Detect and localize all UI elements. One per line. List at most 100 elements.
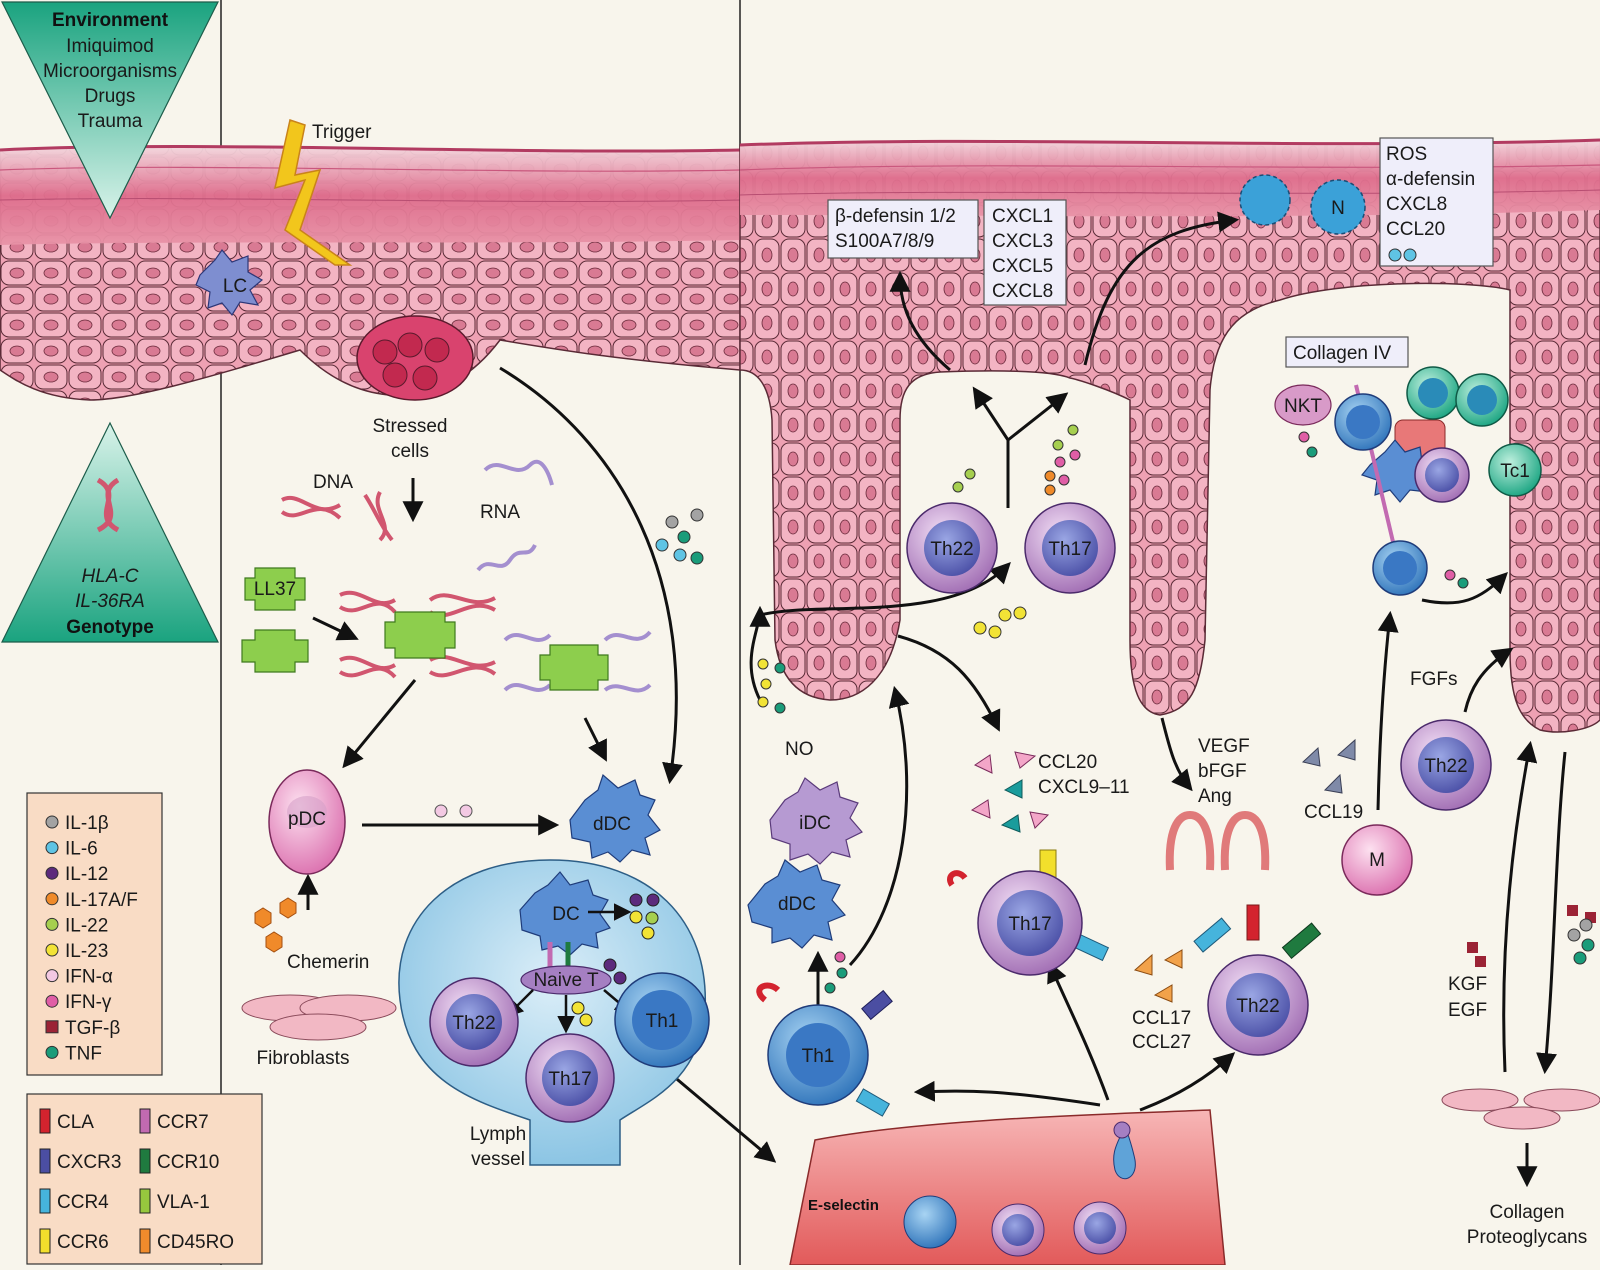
genotype-title: Genotype (66, 617, 154, 638)
th22-cell-dermis: Th22 (1400, 719, 1492, 811)
environment-title: Environment (52, 10, 169, 31)
legend-label: CD45RO (157, 1232, 234, 1253)
text-line: IL-36RA (75, 591, 145, 612)
fgfs-label: FGFs (1410, 669, 1458, 690)
arrow (583, 717, 607, 762)
legend-label: IL-12 (65, 864, 108, 885)
th1-cell-lymph: Th1 (614, 972, 710, 1068)
legend-label: CCR4 (57, 1192, 109, 1213)
cytokine-legend-item: TGF-β (45, 1018, 120, 1039)
langerhans-cell: LC (195, 249, 264, 317)
legend-swatch (45, 892, 59, 906)
text-line: Microorganisms (43, 61, 177, 82)
legend-swatch (139, 1228, 151, 1254)
legend-swatch (39, 1148, 51, 1174)
blood-vessel (789, 1109, 1226, 1266)
arrow (1421, 572, 1508, 605)
tc1-label: Tc1 (1500, 461, 1530, 482)
arrow (1376, 610, 1399, 811)
legend-label: IL-23 (65, 941, 108, 962)
th22-cell-epidermis: Th22 (906, 502, 998, 594)
text-line: cells (391, 441, 429, 462)
cytokine-legend: IL-1βIL-6IL-12IL-17A/FIL-22IL-23IFN-αIFN… (26, 792, 163, 1076)
y-antibody-icon (972, 386, 1069, 508)
chemerin-label: Chemerin (287, 952, 369, 973)
arrow (1047, 961, 1110, 1101)
text-line: vessel (471, 1149, 525, 1170)
fibroblasts-left (241, 994, 397, 1041)
cytokine-dots (1467, 905, 1596, 967)
ll37-dna-complex (338, 590, 497, 679)
text-line: β-defensin 1/2 (835, 206, 956, 227)
idc-label: iDC (799, 813, 831, 834)
ccl19-label: CCL19 (1304, 802, 1363, 823)
trigger-label: Trigger (312, 122, 372, 143)
cytokine-dots (571, 893, 660, 1027)
nkt-label: NKT (1284, 396, 1322, 417)
cytokine-dots (757, 424, 1081, 994)
arrow (342, 679, 417, 769)
stressed-cells-label: Stressed cells (373, 416, 448, 462)
stressed-cells-cluster (356, 315, 474, 401)
legend-swatch (45, 866, 59, 880)
receptor-legend-item: CCR4 (39, 1188, 109, 1214)
text-line: Proteoglycans (1467, 1227, 1587, 1248)
th17-label: Th17 (548, 1069, 591, 1090)
legend-swatch (39, 1188, 51, 1214)
neutrophil-label: N (1331, 198, 1345, 219)
th17-cell-epidermis: Th17 (1024, 502, 1116, 594)
cytokine-legend-item: IFN-α (45, 967, 113, 988)
pdc-label: pDC (288, 809, 326, 830)
epidermis-left (0, 144, 741, 401)
th22-label: Th22 (452, 1013, 495, 1034)
arrow (913, 1080, 1101, 1107)
text-line: CCL20 (1038, 752, 1097, 773)
arrow (897, 634, 1001, 732)
th17-cell-dermis: Th17 (947, 849, 1110, 976)
th22-cell-dermis-2: Th22 (1193, 904, 1322, 1056)
trigger-lightning-icon (274, 119, 353, 266)
th17-label: Th17 (1008, 914, 1051, 935)
immune-cell-cluster (1334, 384, 1470, 596)
dc-cell-lymph: DC (519, 871, 611, 956)
legend-label: CCR7 (157, 1112, 209, 1133)
legend-swatch (39, 1228, 51, 1254)
legend-swatch (45, 815, 59, 829)
receptor-legend-item: VLA-1 (139, 1188, 210, 1214)
text-line: KGF (1448, 974, 1487, 995)
text-line: Lymph (470, 1124, 526, 1145)
arrow (1502, 740, 1538, 1073)
cytokine-legend-item: IL-22 (45, 915, 108, 936)
legend-swatch (39, 1108, 51, 1134)
receptor-legend-item: CCR6 (39, 1228, 109, 1254)
dna-strands (280, 491, 394, 542)
text-line: CXCL5 (992, 256, 1053, 277)
legend-swatch (45, 1045, 59, 1059)
arrow (1139, 1052, 1236, 1112)
cytokine-legend-item: IL-23 (45, 941, 108, 962)
text-line: bFGF (1198, 761, 1247, 782)
text-line: CCL17 (1132, 1008, 1191, 1029)
rna-strands (476, 459, 554, 572)
ddc-right-label: dDC (778, 894, 816, 915)
text-line: Trauma (78, 111, 143, 132)
legend-swatch (139, 1188, 151, 1214)
th17-label: Th17 (1048, 539, 1091, 560)
text-line: Drugs (85, 86, 136, 107)
cytokine-legend-item: IFN-γ (45, 992, 112, 1013)
text-line: Collagen (1490, 1202, 1565, 1223)
th22-label: Th22 (1424, 756, 1467, 777)
text-line: Stressed (373, 416, 448, 437)
arrow (848, 685, 910, 967)
text-line: CXCL8 (992, 281, 1053, 302)
fibroblasts-label: Fibroblasts (257, 1048, 350, 1069)
